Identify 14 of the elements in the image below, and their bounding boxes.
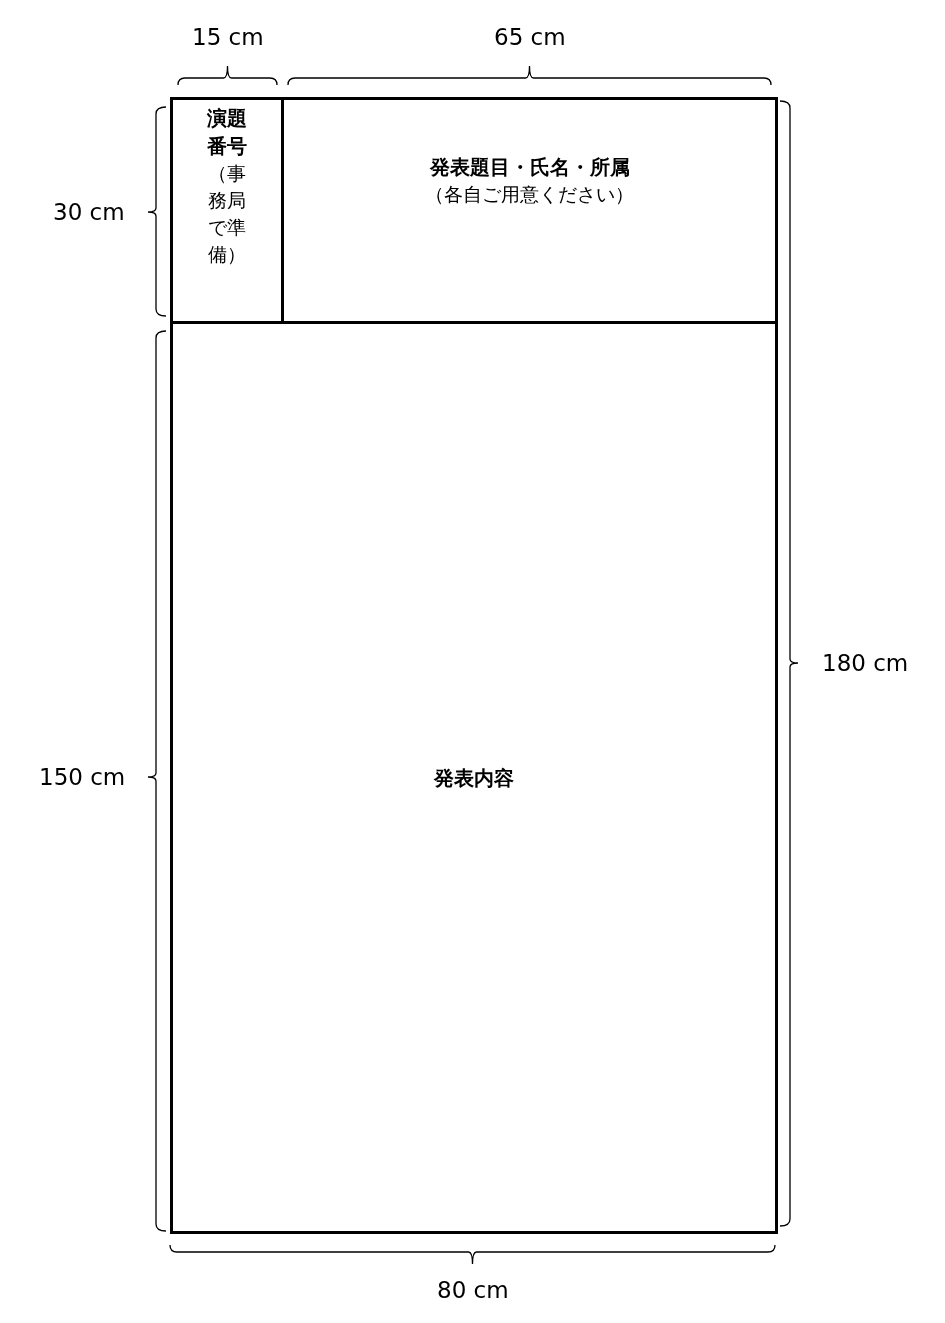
dimension-label: 15 cm: [192, 24, 264, 50]
poster-area: [284, 97, 778, 324]
dimension-label: 30 cm: [53, 199, 125, 225]
section-heading: 発表内容: [434, 764, 514, 792]
section-heading: 発表題目・氏名・所属: [429, 154, 630, 181]
dimension-label: 65 cm: [494, 24, 566, 50]
section-heading: 演題番号: [206, 104, 248, 160]
dimension-label: 80 cm: [437, 1277, 509, 1303]
dimension-label: 150 cm: [39, 764, 126, 790]
poster-area: [170, 324, 778, 1234]
section-note: （各自ご用意ください）: [425, 182, 634, 207]
dimension-label: 180 cm: [822, 650, 909, 676]
section-note: （事務局で準備）: [207, 160, 247, 267]
poster-area: [170, 97, 284, 324]
